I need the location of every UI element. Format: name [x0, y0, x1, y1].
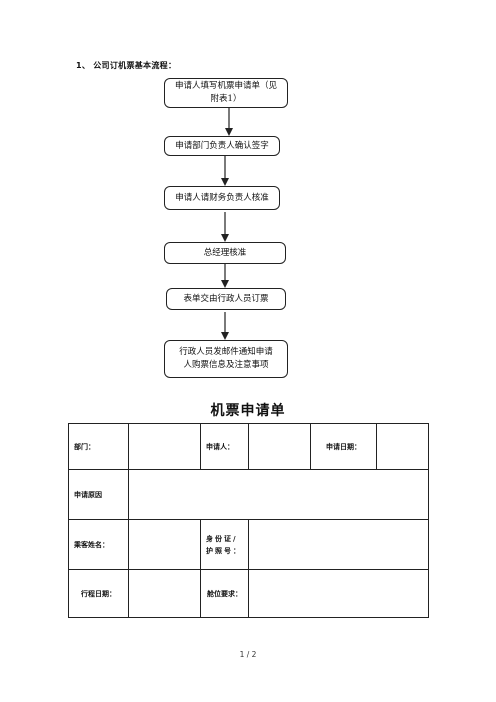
apply-date-label: 申请日期： — [310, 423, 377, 470]
flow-arrow-1 — [225, 108, 233, 136]
cabin-label: 舱位要求： — [200, 569, 249, 618]
flow-step-1: 申请人填写机票申请单（见附表1） — [164, 78, 288, 108]
id-passport-label: 身份证/护照号： — [200, 519, 249, 570]
flow-step-3: 申请人请财务负责人核准 — [164, 186, 280, 210]
flow-arrow-5 — [221, 312, 229, 340]
applicant-label: 申请人： — [200, 423, 249, 470]
flow-arrow-4 — [221, 264, 229, 288]
applicant-field[interactable] — [248, 423, 311, 470]
department-field[interactable] — [128, 423, 201, 470]
id-passport-field[interactable] — [248, 519, 429, 570]
trip-date-field[interactable] — [128, 569, 201, 618]
passenger-name-field[interactable] — [128, 519, 201, 570]
passenger-name-label: 乘客姓名： — [68, 519, 129, 570]
flow-arrow-2 — [221, 156, 229, 186]
reason-field[interactable] — [128, 469, 429, 520]
apply-date-field[interactable] — [376, 423, 429, 470]
ticket-application-form: 部门： 申请人： 申请日期： 申请原因 乘客姓名： 身份证/护照号： 行程日期：… — [68, 423, 429, 618]
flow-step-6: 行政人员发邮件通知申请人购票信息及注意事项 — [164, 340, 288, 378]
flow-step-2: 申请部门负责人确认签字 — [164, 136, 280, 156]
flow-step-5: 表单交由行政人员订票 — [166, 288, 286, 310]
section-heading: 1、 公司订机票基本流程： — [76, 61, 177, 70]
form-title: 机票申请单 — [210, 403, 286, 419]
trip-date-label: 行程日期： — [68, 569, 129, 618]
department-label: 部门： — [68, 423, 129, 470]
reason-label: 申请原因 — [68, 469, 129, 520]
flow-step-4: 总经理核准 — [164, 242, 286, 264]
flow-arrow-3 — [221, 212, 229, 242]
page-number: 1 / 2 — [239, 650, 257, 659]
cabin-field[interactable] — [248, 569, 429, 618]
